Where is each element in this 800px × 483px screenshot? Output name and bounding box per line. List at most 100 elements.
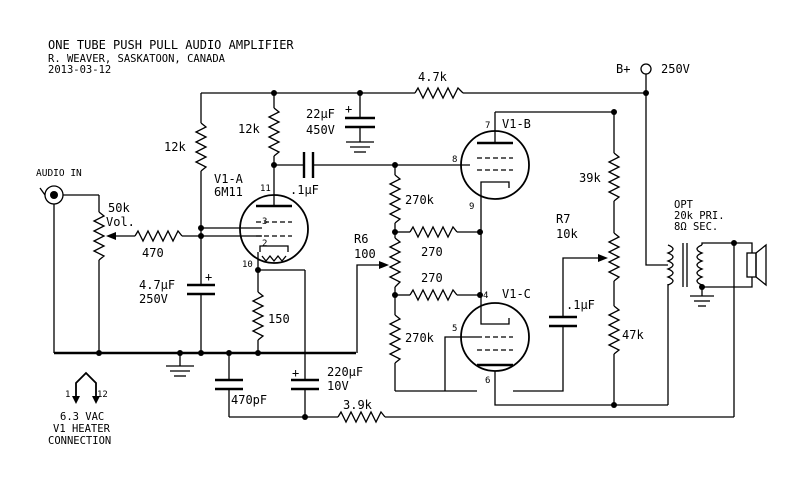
resistor-12k-grid xyxy=(194,122,208,172)
r12k-plate-label: 12k xyxy=(238,122,260,136)
pin-label: 8 xyxy=(452,155,457,165)
junction xyxy=(302,414,308,420)
cap-22u-voltage: 450V xyxy=(306,123,335,137)
volume-pot[interactable] xyxy=(92,211,106,261)
opt-label-2: 20k PRI. xyxy=(674,210,725,222)
pin-label: 4 xyxy=(483,291,488,301)
title-text: ONE TUBE PUSH PULL AUDIO AMPLIFIER xyxy=(48,38,294,52)
resistor-12k-plate xyxy=(267,107,281,157)
audio-input-jack[interactable] xyxy=(39,185,64,205)
pin-label: 9 xyxy=(469,202,474,212)
r270k-top-label: 270k xyxy=(405,193,435,207)
r6-value: 100 xyxy=(354,247,376,261)
r39k-label: 39k xyxy=(579,171,601,185)
ground-symbol-secondary xyxy=(690,295,714,307)
cap-coupling-label: .1µF xyxy=(290,183,319,197)
tube-v1b-name: V1-B xyxy=(502,117,531,131)
heater-connection-icon xyxy=(72,371,100,404)
v1c-plate-wire xyxy=(494,371,668,406)
tube-v1a-type: 6M11 xyxy=(214,185,243,199)
pot-r6[interactable] xyxy=(388,237,402,288)
cap-4u7-voltage: 250V xyxy=(139,292,168,306)
junction xyxy=(611,402,617,408)
pot-wiper-arrow xyxy=(106,232,116,240)
r7-name: R7 xyxy=(556,212,570,226)
cap-470p-label: 470pF xyxy=(231,393,267,407)
r470-label: 470 xyxy=(142,246,164,260)
r47k-label: 47k xyxy=(622,328,644,342)
tube-v1a-name: V1-A xyxy=(214,172,244,186)
heater-label-3: CONNECTION xyxy=(48,435,111,447)
resistor-270-upper xyxy=(409,225,458,239)
r7-wiper-wire xyxy=(562,257,598,317)
pin-label: 6 xyxy=(485,376,490,386)
heater-label-2: V1 HEATER xyxy=(53,423,111,435)
pin-label: 11 xyxy=(260,184,271,194)
opt-center-tap-wire xyxy=(645,93,668,266)
resistor-39k xyxy=(607,152,621,202)
r7-value: 10k xyxy=(556,227,578,241)
cap-4u7-value: 4.7µF xyxy=(139,278,175,292)
tube-v1c-name: V1-C xyxy=(502,287,531,301)
r6-name: R6 xyxy=(354,232,368,246)
r3k9-label: 3.9k xyxy=(343,398,373,412)
r270k-bot-label: 270k xyxy=(405,331,435,345)
date-text: 2013-03-12 xyxy=(48,64,111,76)
junction xyxy=(477,229,483,235)
heater-label-1: 6.3 VAC xyxy=(60,411,104,423)
resistor-3k9 xyxy=(337,410,386,424)
cap-220u-voltage: 10V xyxy=(327,379,349,393)
pot-name-label: Vol. xyxy=(106,215,135,229)
plus-sign: + xyxy=(345,102,352,116)
speaker-icon xyxy=(746,243,767,287)
resistor-47k xyxy=(607,305,621,355)
plus-sign: + xyxy=(205,270,212,284)
r270-upper-label: 270 xyxy=(421,245,443,259)
audio-in-label[interactable]: AUDIO IN xyxy=(36,168,82,179)
b-plus-voltage: 250V xyxy=(661,62,690,76)
pin-label: 7 xyxy=(485,121,490,131)
cap-220u-value: 220µF xyxy=(327,365,363,379)
ground-symbol-main xyxy=(166,353,194,377)
resistor-270-lower xyxy=(409,288,458,302)
plus-sign: + xyxy=(292,366,299,380)
r270-lower-label: 270 xyxy=(421,271,443,285)
pin-label: 3 xyxy=(262,217,267,227)
pin-label: 2 xyxy=(262,239,267,249)
junction xyxy=(177,350,183,356)
r150-label: 150 xyxy=(268,312,290,326)
resistor-470 xyxy=(134,229,183,243)
resistor-4k7 xyxy=(414,86,464,100)
resistor-270k-top xyxy=(388,174,402,224)
cap-22u-value: 22µF xyxy=(306,107,335,121)
wire xyxy=(513,326,564,392)
wire xyxy=(701,242,734,245)
resistor-150 xyxy=(251,291,265,341)
ground-symbol-22u xyxy=(346,141,374,153)
r4k7-label: 4.7k xyxy=(418,70,448,84)
b-plus-terminal[interactable] xyxy=(640,63,652,75)
r7-wiper-arrow xyxy=(598,254,608,262)
opt-label-1: OPT xyxy=(674,199,694,211)
pin-label: 10 xyxy=(242,260,253,270)
v1c-grid-wire xyxy=(444,336,477,391)
resistor-270k-bot xyxy=(388,314,402,364)
r12k-grid-label: 12k xyxy=(164,140,186,154)
cap-v1c-label: .1µF xyxy=(566,298,595,312)
output-transformer xyxy=(666,243,704,287)
heater-pin12-label: 12 xyxy=(97,390,108,400)
b-plus-label: B+ xyxy=(616,62,630,76)
pin-label: 5 xyxy=(452,324,457,334)
pot-r7[interactable] xyxy=(607,232,621,282)
pot-value-label: 50k xyxy=(108,201,130,215)
r6-wiper-arrow xyxy=(379,261,389,269)
junction xyxy=(611,109,617,115)
r6-wiper-wire xyxy=(356,264,379,353)
wire xyxy=(702,277,753,288)
heater-pin1-label: 1 xyxy=(65,390,70,400)
opt-label-3: 8Ω SEC. xyxy=(674,221,718,233)
wire xyxy=(734,242,753,253)
author-text: R. WEAVER, SASKATOON, CANADA xyxy=(48,53,226,65)
